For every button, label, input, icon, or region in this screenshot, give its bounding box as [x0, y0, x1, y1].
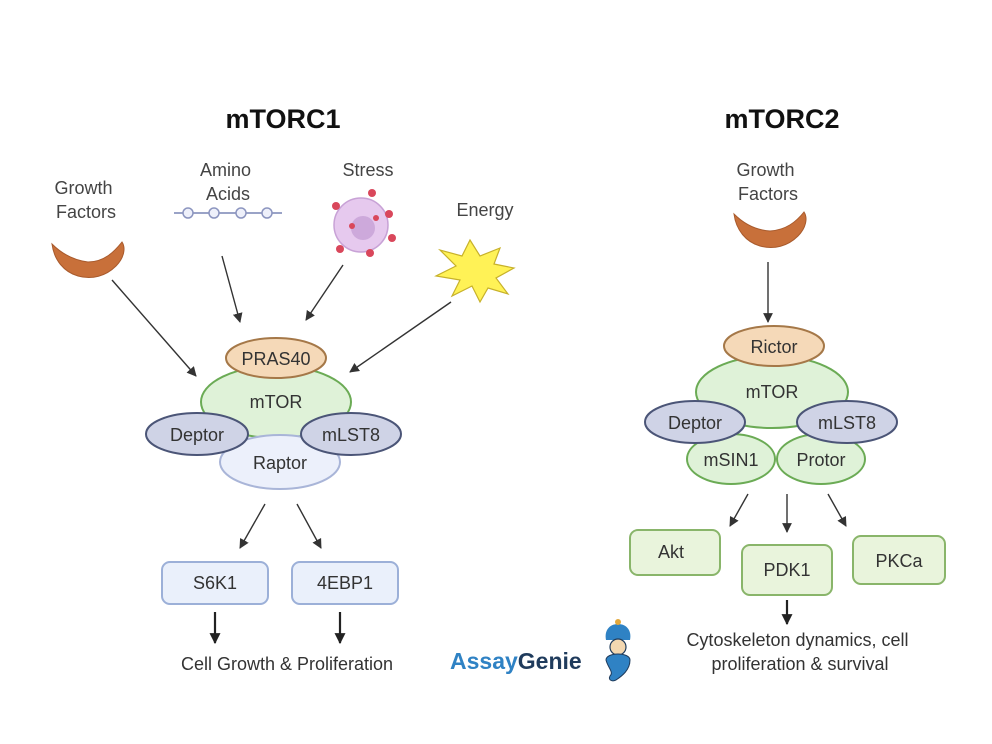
assaygenie-logo: AssayGenie: [450, 619, 631, 682]
mtorc2-msin1-label: mSIN1: [703, 450, 758, 470]
mtorc1-raptor-label: Raptor: [253, 453, 307, 473]
arrow-mtorc1-to-4ebp1: [296, 503, 322, 549]
mtorc2-deptor-label: Deptor: [668, 413, 722, 433]
mtorc1-deptor-label: Deptor: [170, 425, 224, 445]
mtorc1-mtor-label: mTOR: [250, 392, 303, 412]
logo-text-assay: Assay: [450, 648, 518, 674]
arrow-mtorc2-to-pkca: [827, 493, 847, 527]
logo-text: AssayGenie: [450, 648, 582, 674]
logo-text-genie: Genie: [518, 648, 582, 674]
mtorc1-mlst8-label: mLST8: [322, 425, 380, 445]
mtorc1-energy-label: Energy: [456, 200, 513, 220]
arrow-mtorc2-to-akt: [729, 493, 749, 527]
mtorc2-deptor-node: [644, 400, 746, 444]
arrow-growth-factors-to-mtorc1: [111, 279, 197, 377]
mtorc2-growth-factors-label: Growth Factors: [736, 160, 799, 204]
s6k1-label: S6K1: [193, 573, 237, 593]
arrow-amino-acids-to-mtorc1: [221, 255, 243, 323]
arrow-energy-to-mtorc1: [349, 301, 452, 373]
mtorc1-amino-acids-label: Amino Acids: [200, 160, 256, 204]
mtorc2-mtor-label: mTOR: [746, 382, 799, 402]
mtorc2-result-label: Cytoskeleton dynamics, cell proliferatio…: [686, 630, 913, 674]
arrow-mtorc1-to-s6k1: [239, 503, 266, 549]
mtorc1-growth-factors-label: Growth Factors: [54, 178, 117, 222]
mtorc1-result-label: Cell Growth & Proliferation: [181, 654, 393, 674]
s6k1-box: [161, 561, 269, 605]
pdk1-box: [741, 544, 833, 596]
mtorc2-rictor-node: [723, 325, 825, 367]
mtorc2-mlst8-label: mLST8: [818, 413, 876, 433]
mtorc2-complex: mTOR mSIN1 Protor Deptor mLST8 Rictor: [644, 325, 898, 485]
mtorc1-pras40-label: PRAS40: [241, 349, 310, 369]
mtorc2-rictor-label: Rictor: [750, 337, 797, 357]
akt-label: Akt: [658, 542, 684, 562]
4ebp1-box: [291, 561, 399, 605]
mtorc1-pras40-node: [225, 337, 327, 379]
genie-mascot-icon: [605, 619, 631, 682]
arrow-stress-to-mtorc1: [305, 264, 344, 321]
mtorc1-deptor-node: [145, 412, 249, 456]
energy-burst-icon: [434, 238, 516, 304]
mtorc1-stress-label: Stress: [342, 160, 393, 180]
pdk1-label: PDK1: [763, 560, 810, 580]
growth-factor-icon: [51, 241, 125, 279]
mtorc1-complex: mTOR Raptor Deptor mLST8 PRAS40: [145, 337, 402, 490]
growth-factor-icon: [733, 211, 807, 249]
4ebp1-label: 4EBP1: [317, 573, 373, 593]
mtorc2-mlst8-node: [796, 400, 898, 444]
amino-acid-chain-icon: [174, 207, 282, 219]
mtorc1-raptor-node: [219, 434, 341, 490]
mtorc2-protor-label: Protor: [796, 450, 845, 470]
mtorc1-title: mTORC1: [225, 104, 340, 134]
pkca-box: [852, 535, 946, 585]
mtorc2-title: mTORC2: [724, 104, 839, 134]
stressed-cell-icon: [332, 189, 396, 257]
akt-box: [629, 529, 721, 576]
pkca-label: PKCa: [875, 551, 923, 571]
mtorc1-mlst8-node: [300, 412, 402, 456]
